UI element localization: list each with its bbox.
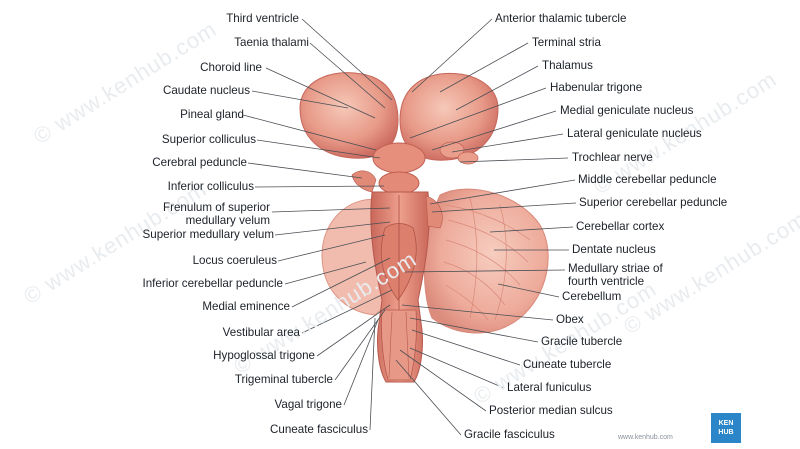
leader-line <box>254 185 385 188</box>
medulla-shape <box>381 309 417 381</box>
label-vestibular-area: Vestibular area <box>222 326 300 339</box>
leader-line <box>429 179 576 205</box>
cerebellar-folia <box>443 197 531 321</box>
label-cerebral-peduncle: Cerebral peduncle <box>152 156 247 169</box>
label-superior-colliculus: Superior colliculus <box>161 133 256 146</box>
leader-line <box>274 221 391 236</box>
label-thalamus: Thalamus <box>542 59 593 72</box>
leader-line <box>431 110 557 151</box>
label-terminal-stria: Terminal stria <box>532 36 601 49</box>
label-medial-geniculate-nucleus: Medial geniculate nucleus <box>560 104 694 117</box>
leader-line <box>284 261 367 285</box>
label-superior-cerebellar-peduncle: Superior cerebellar peduncle <box>579 196 728 209</box>
label-lateral-geniculate-nucleus: Lateral geniculate nucleus <box>567 127 702 140</box>
leader-line <box>497 283 560 298</box>
leader-line <box>439 42 529 93</box>
leader-line <box>411 329 521 366</box>
leader-line <box>409 317 539 343</box>
leader-line <box>369 317 376 431</box>
logo-line-2: HUB <box>718 429 734 436</box>
credit-text: www.kenhub.com <box>618 434 673 441</box>
label-anterior-thalamic-tubercle: Anterior thalamic tubercle <box>495 12 627 25</box>
label-habenular-trigone: Habenular trigone <box>550 81 643 94</box>
leader-line <box>251 90 349 109</box>
right-thalamus-shape <box>399 72 499 161</box>
leader-line <box>301 289 393 334</box>
leader-line <box>489 226 574 233</box>
logo-line-1: KEN <box>718 420 734 427</box>
label-medial-eminence: Medial eminence <box>202 300 290 313</box>
label-middle-cerebellar-peduncle: Middle cerebellar peduncle <box>578 173 717 186</box>
label-choroid-line: Choroid line <box>200 61 262 74</box>
leader-line <box>316 304 391 357</box>
label-inferior-cerebellar-peduncle: Inferior cerebellar peduncle <box>142 277 284 290</box>
leader-line <box>395 359 462 436</box>
inferior-colliculi <box>378 171 420 195</box>
leader-line <box>242 114 377 151</box>
label-locus-coeruleus: Locus coeruleus <box>192 254 277 267</box>
label-posterior-median-sulcus: Posterior median sulcus <box>489 404 613 417</box>
leader-line <box>411 18 493 93</box>
label-medullary-striae: Medullary striae of fourth ventricle <box>568 262 663 288</box>
leader-line <box>309 42 386 109</box>
label-third-ventricle: Third ventricle <box>226 12 299 25</box>
leader-line <box>277 234 386 262</box>
label-gracile-fasciculus: Gracile fasciculus <box>464 428 555 441</box>
label-cerebellar-cortex: Cerebellar cortex <box>576 220 665 233</box>
leader-line <box>409 87 547 139</box>
leader-line <box>409 347 505 389</box>
label-dentate-nucleus: Dentate nucleus <box>572 243 656 256</box>
label-trochlear-nerve: Trochlear nerve <box>572 151 653 164</box>
leader-line <box>451 133 564 153</box>
leader-line <box>334 309 386 381</box>
label-cuneate-tubercle: Cuneate tubercle <box>523 358 612 371</box>
leader-line <box>343 319 379 406</box>
label-frenulum: Frenulum of superior medullary velum <box>163 201 270 227</box>
label-obex: Obex <box>556 313 584 326</box>
leader-line <box>401 304 554 321</box>
leader-line <box>256 139 381 159</box>
superior-colliculi <box>372 142 426 174</box>
label-taenia-thalami: Taenia thalami <box>234 36 309 49</box>
leader-line <box>265 67 376 119</box>
leader-line <box>404 269 566 273</box>
label-caudate-nucleus: Caudate nucleus <box>162 84 250 97</box>
leader-line <box>271 207 391 213</box>
cerebellum-shape <box>423 188 549 334</box>
leader-line <box>455 65 539 111</box>
leader-line <box>247 162 363 179</box>
label-inferior-colliculus: Inferior colliculus <box>167 180 254 193</box>
leader-line <box>431 202 577 213</box>
cerebral-peduncle-shape <box>351 170 377 193</box>
label-lateral-funiculus: Lateral funiculus <box>507 381 592 394</box>
leader-lines <box>242 18 577 436</box>
leader-line <box>459 157 569 163</box>
left-thalamus-shape <box>299 72 399 159</box>
label-vagal-trigone: Vagal trigone <box>274 398 342 411</box>
leader-line <box>399 349 487 412</box>
label-trigeminal-tubercle: Trigeminal tubercle <box>234 373 333 386</box>
label-cuneate-fasciculus: Cuneate fasciculus <box>270 423 368 436</box>
label-pineal-gland: Pineal gland <box>180 108 244 121</box>
label-superior-medullary-velum: Superior medullary velum <box>142 228 274 241</box>
label-cerebellum: Cerebellum <box>562 290 622 303</box>
kenhub-logo: KEN HUB <box>711 413 741 443</box>
label-hypoglossal-trigone: Hypoglossal trigone <box>213 349 315 362</box>
leader-line <box>291 257 391 308</box>
leader-line <box>301 18 393 101</box>
label-gracile-tubercle: Gracile tubercle <box>541 335 623 348</box>
